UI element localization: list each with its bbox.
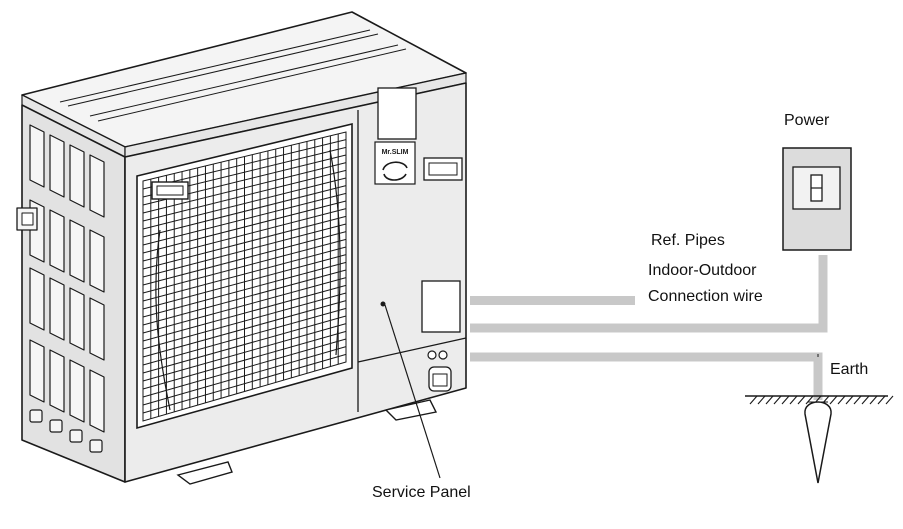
power-switch-box: [782, 147, 852, 251]
fan-grille: [136, 122, 353, 430]
ref-pipe: [470, 296, 635, 305]
connection-wire-label: Connection wire: [648, 288, 763, 305]
earth-wire: [470, 352, 823, 400]
earth-label: Earth: [830, 361, 869, 378]
front-right-panel: [377, 87, 463, 392]
indoor-outdoor-label: Indoor-Outdoor: [648, 262, 757, 279]
ref-pipes-label: Ref. Pipes: [651, 232, 725, 249]
mr-slim-logo: Mr.SLIM: [374, 141, 416, 185]
service-panel-label: Service Panel: [372, 484, 471, 501]
service-panel-leader: [384, 304, 441, 479]
side-louvers: [29, 124, 105, 453]
earth-ground-symbol: [745, 395, 894, 484]
power-label: Power: [784, 112, 830, 129]
connection-wire: [470, 255, 828, 333]
svg-text:Mr.SLIM: Mr.SLIM: [382, 149, 409, 156]
unit-feet: [176, 399, 438, 485]
